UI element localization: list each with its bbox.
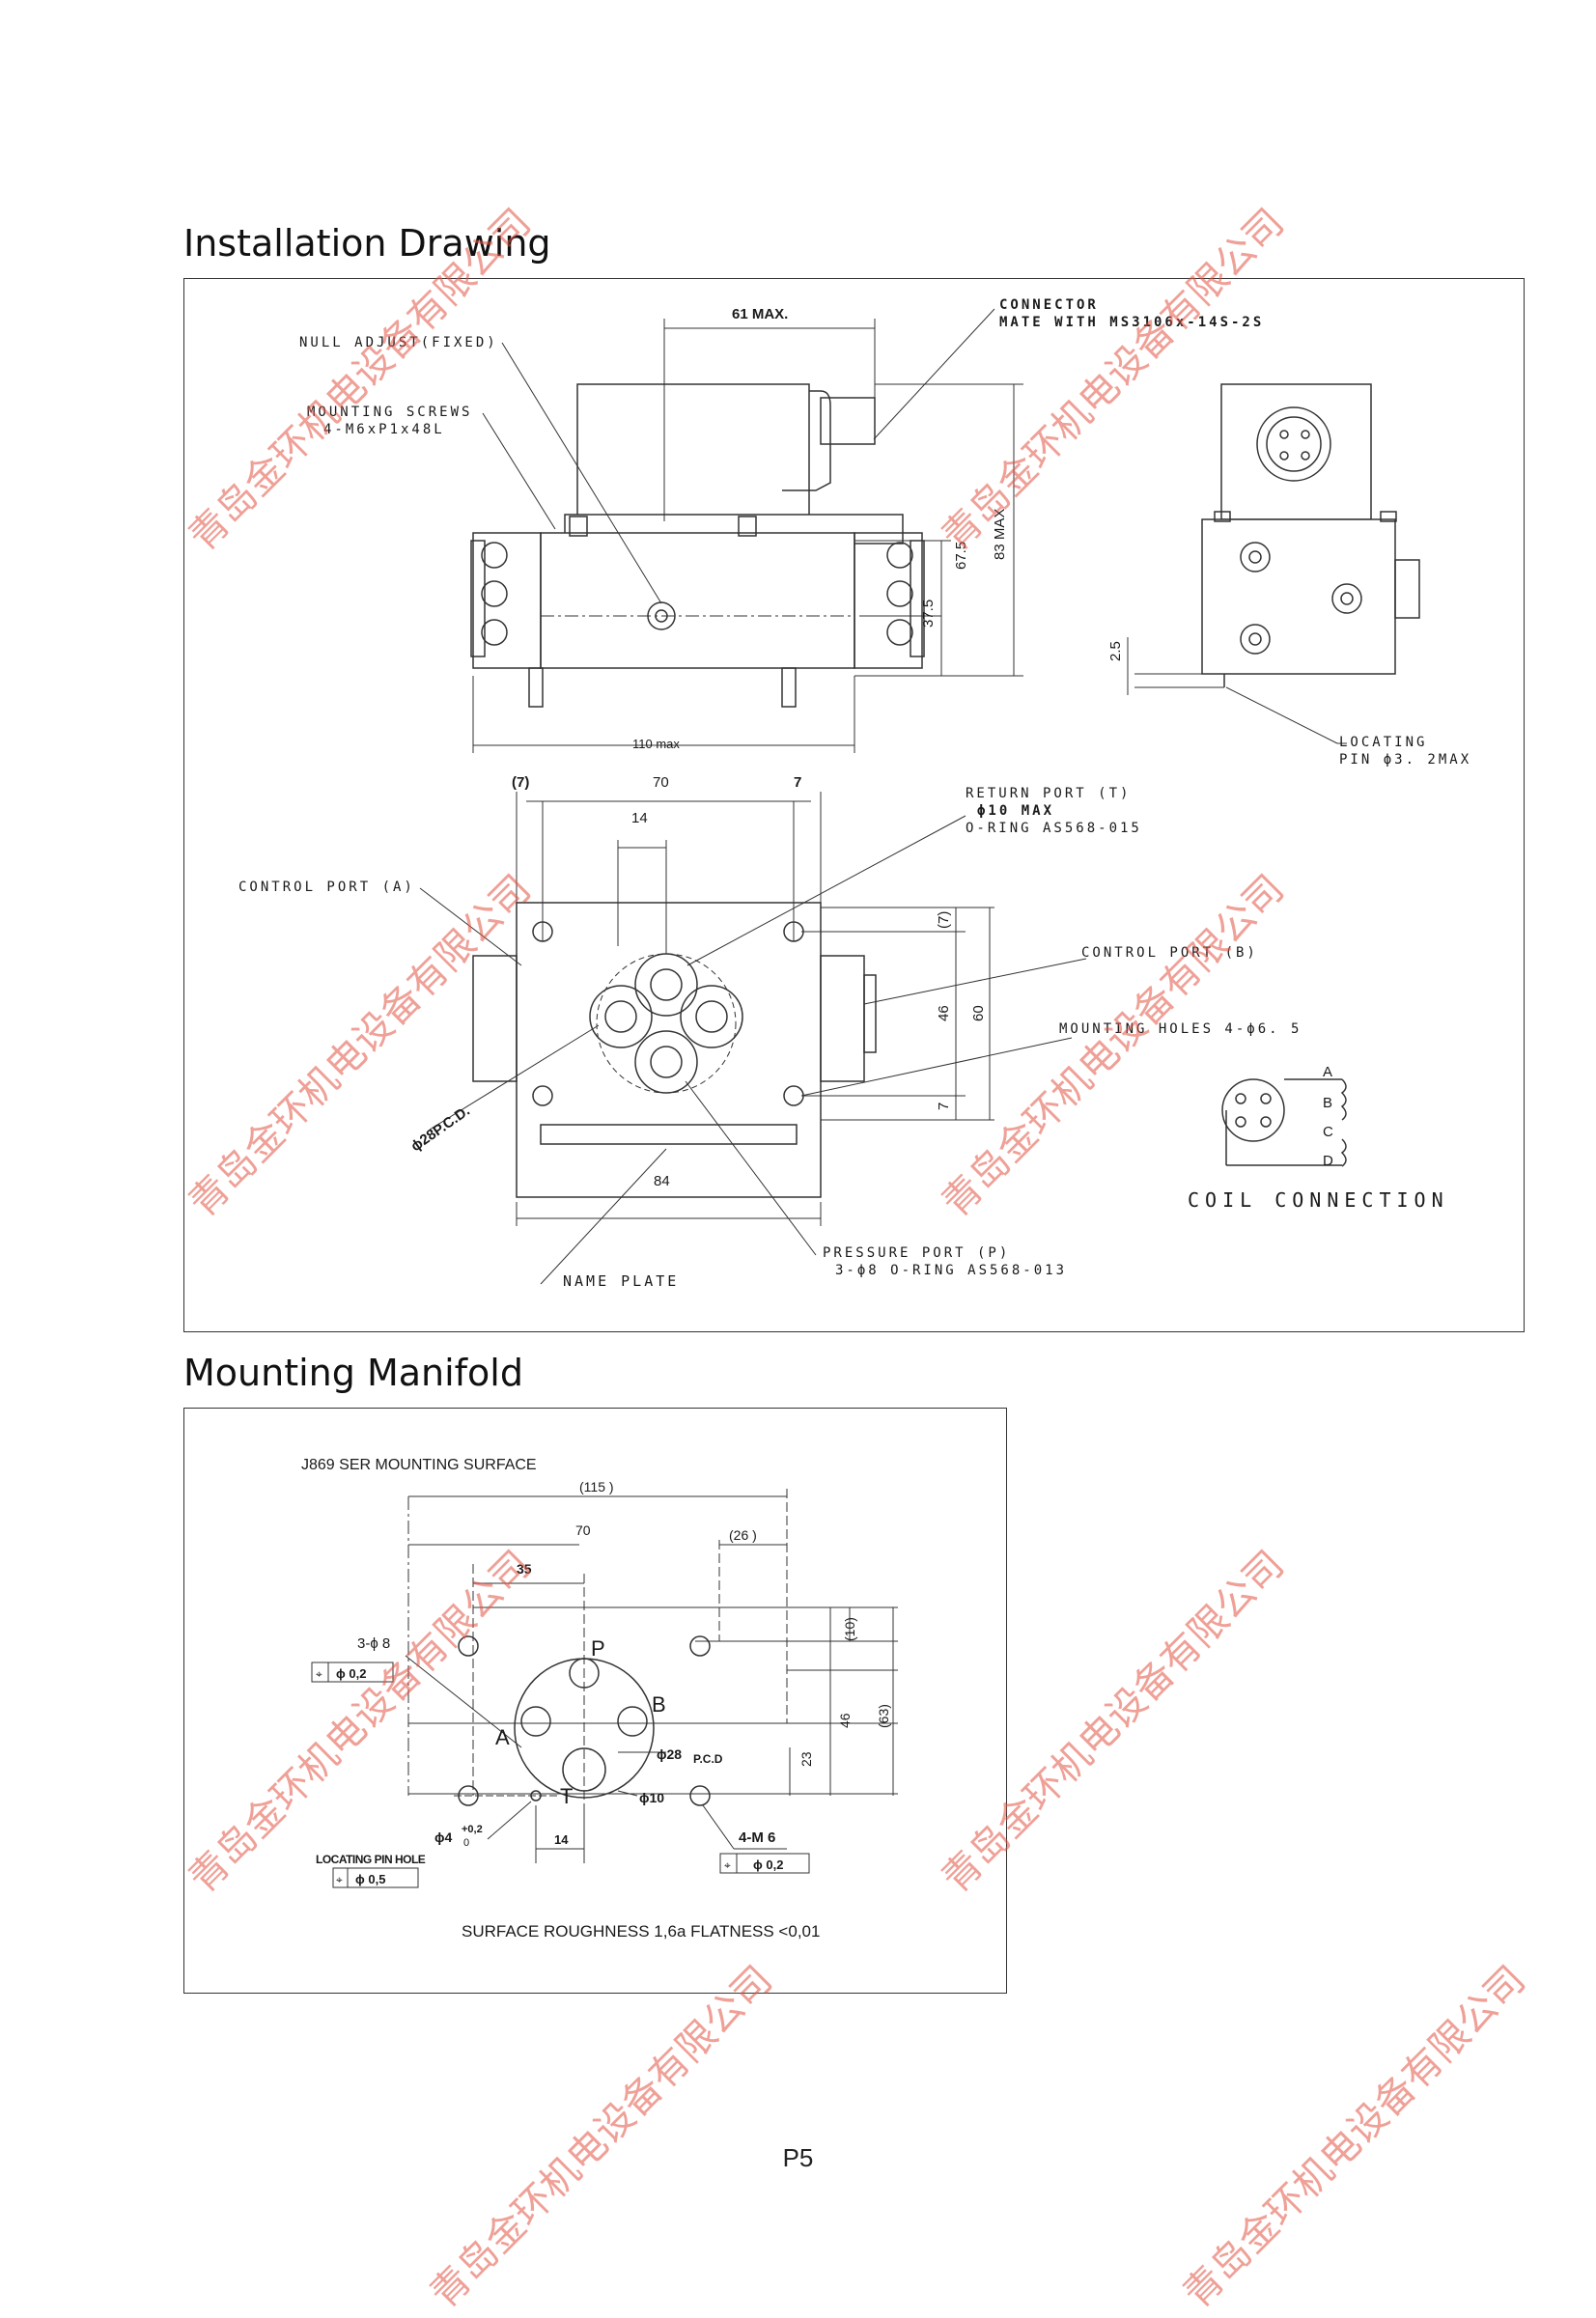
tol-icon-c: ⌖ [336, 1873, 343, 1886]
manifold-title: Mounting Manifold [183, 1352, 523, 1394]
return-port-label: RETURN PORT (T) [966, 786, 1131, 801]
manifold-dim-35: 35 [517, 1561, 532, 1577]
return-port-size: ϕ10 MAX [977, 803, 1054, 819]
dim-110-max: 110 max [632, 737, 680, 751]
manifold-drawing: J869 SER MOUNTING SURFACE (115 ) 70 (26 … [301, 1457, 898, 1941]
valve-side-view [470, 383, 925, 708]
manifold-port-p: P [591, 1636, 605, 1661]
manifold-port-b: B [652, 1692, 666, 1717]
manifold-pcd: P.C.D [693, 1752, 723, 1766]
manifold-tol-zero: 0 [463, 1837, 469, 1849]
mounting-screws-spec: 4-M6xP1x48L [323, 422, 445, 437]
dim-70: 70 [653, 774, 669, 791]
locating-pin-spec: PIN ϕ3. 2MAX [1339, 752, 1471, 768]
control-port-b-label: CONTROL PORT (B) [1081, 945, 1258, 961]
manifold-phi4: ϕ4 [434, 1829, 452, 1845]
connector-label: CONNECTOR [999, 297, 1099, 313]
dim-7-bottom: 7 [936, 1103, 952, 1110]
mounting-holes-label: MOUNTING HOLES 4-ϕ6. 5 [1059, 1021, 1302, 1037]
valve-bottom-view [472, 902, 877, 1198]
coil-schematic [1221, 1078, 1347, 1167]
dim-7-top: (7) [936, 911, 952, 929]
coil-pin-a: A [1323, 1064, 1332, 1080]
locating-pin-label: LOCATING [1339, 735, 1427, 750]
manifold-phi10: ϕ10 [639, 1790, 664, 1805]
manifold-port-a: A [495, 1725, 510, 1749]
pressure-port-spec: 3-ϕ8 O-RING AS568-013 [835, 1263, 1067, 1278]
manifold-locating-pin: LOCATING PIN HOLE [316, 1853, 426, 1866]
manifold-phi28: ϕ28 [657, 1746, 682, 1762]
tol-icon-a: ⌖ [316, 1667, 322, 1681]
manifold-holes-3: 3-ϕ 8 [357, 1635, 390, 1652]
dim-7-left: (7) [512, 774, 529, 791]
manifold-dim-63: (63) [876, 1704, 891, 1728]
dim-37-5: 37.5 [920, 600, 937, 628]
manifold-dim-70: 70 [575, 1522, 591, 1538]
valve-end-view [1201, 383, 1420, 687]
dim-14: 14 [631, 810, 648, 826]
dim-60: 60 [970, 1005, 987, 1021]
name-plate-label: NAME PLATE [563, 1272, 679, 1290]
manifold-frame [183, 1408, 1007, 1994]
manifold-tol-02a: ϕ 0,2 [336, 1666, 366, 1681]
dim-7-right: 7 [794, 774, 801, 791]
manifold-tol-plus: +0,2 [462, 1824, 483, 1835]
return-port-oring: O-RING AS568-015 [966, 821, 1142, 836]
manifold-m6: 4-M 6 [739, 1829, 775, 1846]
pressure-port-label: PRESSURE PORT (P) [823, 1245, 1010, 1261]
mounting-screws-label: MOUNTING SCREWS [307, 405, 472, 420]
page-number: P5 [782, 2143, 814, 2172]
manifold-dim-14: 14 [554, 1832, 569, 1847]
coil-pin-b: B [1323, 1095, 1332, 1111]
manifold-surface-label: J869 SER MOUNTING SURFACE [301, 1457, 537, 1473]
control-port-a-label: CONTROL PORT (A) [238, 880, 415, 895]
dim-84: 84 [654, 1173, 670, 1189]
connector-spec: MATE WITH MS3106x-14S-2S [999, 315, 1264, 330]
dim-2-5: 2.5 [1107, 641, 1124, 661]
coil-pin-d: D [1323, 1153, 1333, 1169]
manifold-dim-26: (26 ) [729, 1527, 757, 1543]
manifold-port-t: T [560, 1784, 573, 1808]
dim-46: 46 [936, 1005, 952, 1021]
dim-83-max: 83 MAX [992, 509, 1008, 560]
manifold-dim-46: 46 [837, 1713, 853, 1728]
manifold-dim-115: (115 ) [579, 1479, 614, 1494]
manifold-tol-02b: ϕ 0,2 [753, 1857, 783, 1872]
installation-title: Installation Drawing [183, 222, 551, 265]
manifold-dim-10: (10) [842, 1617, 857, 1641]
manifold-dim-23: 23 [798, 1751, 814, 1767]
installation-drawing: NULL ADJUST(FIXED) MOUNTING SCREWS 4-M6x… [238, 297, 1471, 1290]
coil-pin-c: C [1323, 1124, 1333, 1140]
tol-icon-b: ⌖ [724, 1858, 731, 1872]
null-adjust-label: NULL ADJUST(FIXED) [299, 335, 498, 350]
coil-connection-label: COIL CONNECTION [1188, 1188, 1449, 1212]
manifold-tol-05: ϕ 0,5 [355, 1872, 385, 1886]
manifold-roughness: SURFACE ROUGHNESS 1,6a FLATNESS <0,01 [462, 1922, 820, 1941]
dim-67-5: 67.5 [953, 542, 969, 570]
dim-61-max: 61 MAX. [732, 306, 788, 322]
